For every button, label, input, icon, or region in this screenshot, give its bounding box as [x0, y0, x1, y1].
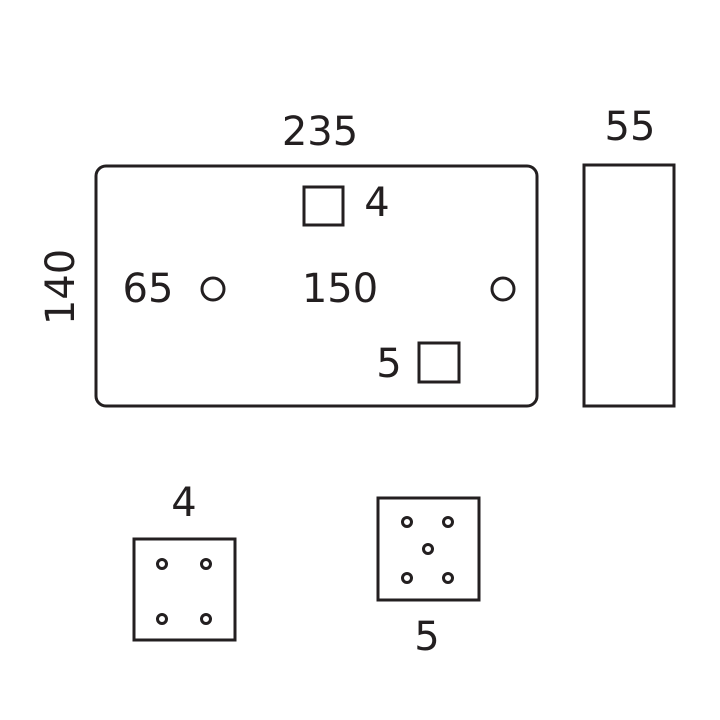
dot	[200, 613, 212, 625]
square-bottom-label: 5	[376, 341, 401, 387]
dot	[422, 543, 434, 555]
side-view: 55	[582, 104, 676, 408]
width-dimension-label: 235	[282, 109, 358, 155]
five-dot-square	[376, 496, 481, 602]
dot	[200, 558, 212, 570]
dot	[156, 613, 168, 625]
front-view: 235 140 65 150 4 5	[38, 109, 539, 408]
dot	[442, 572, 454, 584]
four-dot-detail: 4	[132, 480, 237, 642]
square-marker-bottom	[417, 341, 461, 384]
hole-offset-label: 65	[123, 266, 174, 312]
mounting-hole-left	[200, 276, 226, 302]
five-dot-label: 5	[414, 614, 439, 660]
four-dot-square	[132, 537, 237, 642]
square-top-label: 4	[364, 180, 389, 226]
hole-spacing-label: 150	[302, 266, 378, 312]
height-dimension-label: 140	[38, 249, 84, 325]
dot	[442, 516, 454, 528]
front-view-outline	[94, 164, 539, 408]
dot	[401, 516, 413, 528]
mounting-hole-right	[490, 276, 516, 302]
four-dot-label: 4	[171, 480, 196, 526]
square-marker-top	[302, 185, 345, 227]
depth-dimension-label: 55	[605, 104, 656, 150]
dot	[156, 558, 168, 570]
five-dot-detail: 5	[376, 496, 481, 660]
side-view-outline	[582, 163, 676, 408]
dot	[401, 572, 413, 584]
